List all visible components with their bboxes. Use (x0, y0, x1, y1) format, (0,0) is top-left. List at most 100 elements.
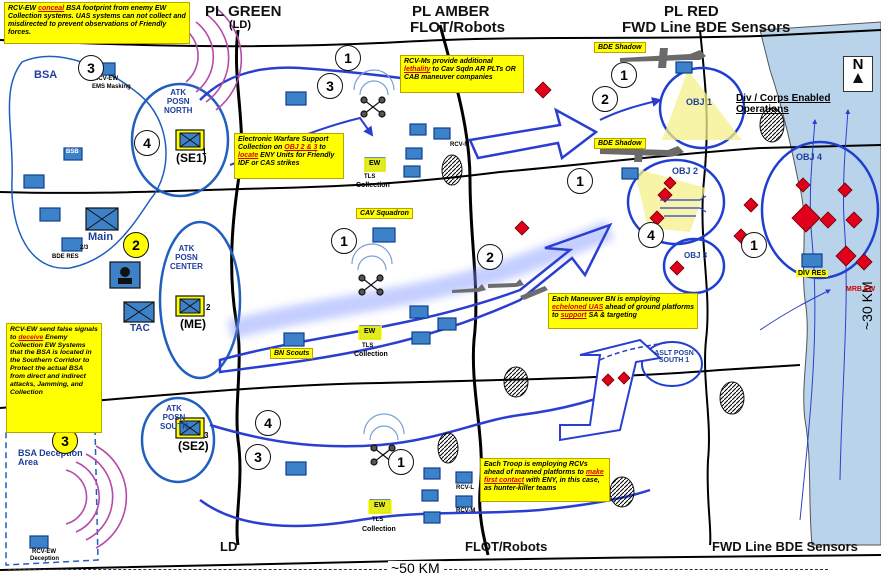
pl-green-label: PL GREEN (205, 3, 282, 20)
atk-posn-south-label: ATK POSN SOUTH (160, 404, 188, 432)
ew-collection-box-south (368, 500, 392, 514)
ems-masking-label: EMS Masking (92, 84, 131, 90)
note-text: with ENY, in this case, as hunter-killer… (484, 477, 600, 493)
obj4-label: OBJ 4 (796, 152, 823, 162)
main-axis-arrow (218, 222, 613, 374)
ew-label-center: EW (364, 328, 376, 335)
note-text: ahead of ground platforms to (552, 304, 694, 320)
horizontal-scale-label: ~50 KM (388, 561, 443, 576)
sensor-cone-obj1 (662, 70, 742, 140)
atk-posn-south-outline (140, 396, 216, 484)
obj1-approach-arrow (599, 97, 662, 121)
note-text: Enemy Collection EW Systems that the BSA… (10, 333, 92, 396)
note-ew-support: Electronic Warfare Support Collection on… (234, 133, 344, 179)
uas-signal-arcs (351, 69, 405, 441)
obj4-outline (760, 140, 880, 280)
enemy-units (514, 81, 873, 387)
cav-squadron-label: CAV Squadron (356, 208, 413, 219)
atk-posn-center-line3: CENTER (170, 262, 203, 272)
pl-amber-label: PL AMBER (412, 3, 490, 20)
north-letter: N (852, 56, 864, 73)
step-number: 2 (592, 86, 618, 112)
atk-posn-south-line2: POSN (162, 413, 186, 423)
ew-label-south: EW (374, 502, 386, 509)
bde-res-number: 2/3 (80, 245, 89, 251)
tac-cp-symbol (109, 261, 155, 323)
step-number: 1 (331, 228, 357, 254)
step-number: 3 (78, 55, 104, 81)
note-text: ENY Units for Friendly IDF or CAS strike… (238, 152, 335, 168)
bsa-boundary (8, 55, 167, 269)
ems-emission-arcs-top (185, 7, 243, 111)
note-text: Electronic Warfare Support Collection on (238, 136, 329, 152)
note-highlight: locate (238, 152, 259, 160)
step-number: 4 (134, 130, 160, 156)
note-highlight: make first contact (484, 469, 604, 485)
step-number: 3 (317, 73, 343, 99)
rcv-m-label-south: RCV-M (456, 508, 476, 514)
main-label: Main (88, 231, 114, 243)
rcv-l-label-south: RCV-L (456, 485, 474, 491)
note-rcv-lethality: RCV-Ms provide additional lethality to C… (400, 55, 524, 93)
me-symbol (175, 295, 205, 317)
note-text: Each Maneuver BN is employing (552, 296, 661, 303)
north-arrow: N (843, 56, 873, 92)
step-number: 2 (123, 232, 149, 258)
obj2-maneuver-marks (660, 195, 707, 217)
south-axis-arrow-a (209, 383, 633, 448)
aslt-posn-label: ASLT POSN SOUTH 1 (654, 350, 694, 365)
note-text: to (317, 144, 326, 152)
atk-posn-north-label: ATK POSN NORTH (164, 88, 192, 116)
note-text: RCV-EW (8, 5, 39, 12)
note-deception: RCV-EW send false signals to deceive Ene… (6, 323, 102, 433)
south-axis-block-arrow (559, 338, 663, 442)
tac-label: TAC (130, 323, 150, 334)
main-axis-glow (227, 220, 614, 340)
step-number: 1 (388, 449, 414, 475)
obj1-label: OBJ 1 (686, 97, 713, 107)
aslt-dashed-route (599, 341, 673, 361)
rcv-ew-bottom-label: RCV-EW (32, 549, 56, 555)
se1-label: (SE1) (176, 151, 207, 165)
div-res-label: DIV RES (796, 270, 829, 278)
collection-label-south: Collection (362, 526, 396, 533)
note-highlight: lethality (404, 66, 431, 74)
note-text: Each Troop is employing RCVs ahead of ma… (484, 461, 588, 477)
note-bsa-mask: RCV-EW conceal BSA footprint from enemy … (4, 2, 190, 44)
ld-bottom-label: LD (220, 539, 238, 554)
atk-posn-north-line3: NORTH (164, 106, 193, 116)
se2-sub-number: 3 (204, 431, 209, 440)
phase-line-amber (438, 24, 490, 556)
step-number: 1 (741, 232, 767, 258)
step-number: 4 (255, 410, 281, 436)
fwd-line-bottom-label: FWD Line BDE Sensors (712, 539, 858, 554)
uas-quad-center (358, 274, 384, 296)
ew-collection-box-north (364, 158, 386, 172)
mrb-ew-label: MRB EW (846, 286, 876, 293)
note-text: SA & targeting (586, 312, 637, 320)
fixed-wing-uas-group (452, 279, 548, 300)
pl-amber-sub-label: FLOT/Robots (410, 19, 505, 36)
bsa-label: BSA (34, 69, 58, 81)
se1-symbol (175, 129, 205, 151)
obj1-outline (658, 66, 746, 150)
step-number: 2 (477, 244, 503, 270)
uas-quad-north (360, 96, 386, 118)
bsa-deception-boundary (5, 427, 99, 566)
tls-label-center: TLS (362, 343, 374, 349)
bde-res-label: BDE RES (52, 254, 79, 260)
note-uas-echelon: Each Maneuver BN is employing echeloned … (548, 293, 698, 329)
atk-posn-north-line1: ATK (170, 88, 187, 97)
collection-label-center: Collection (354, 351, 388, 358)
div-corps-label: Div / Corps Enabled Operations (736, 93, 831, 115)
ew-label-north: EW (369, 160, 381, 167)
deception-label: Deception (30, 556, 60, 562)
note-highlight: echeloned UAS (552, 304, 604, 312)
boundary-line-lower (0, 364, 801, 409)
boundary-line-north (0, 29, 881, 48)
bsa-deception-label: BSA Deception Area (18, 448, 83, 468)
main-cp-symbol (85, 207, 119, 231)
note-text: RCV-Ms provide additional (404, 58, 493, 65)
